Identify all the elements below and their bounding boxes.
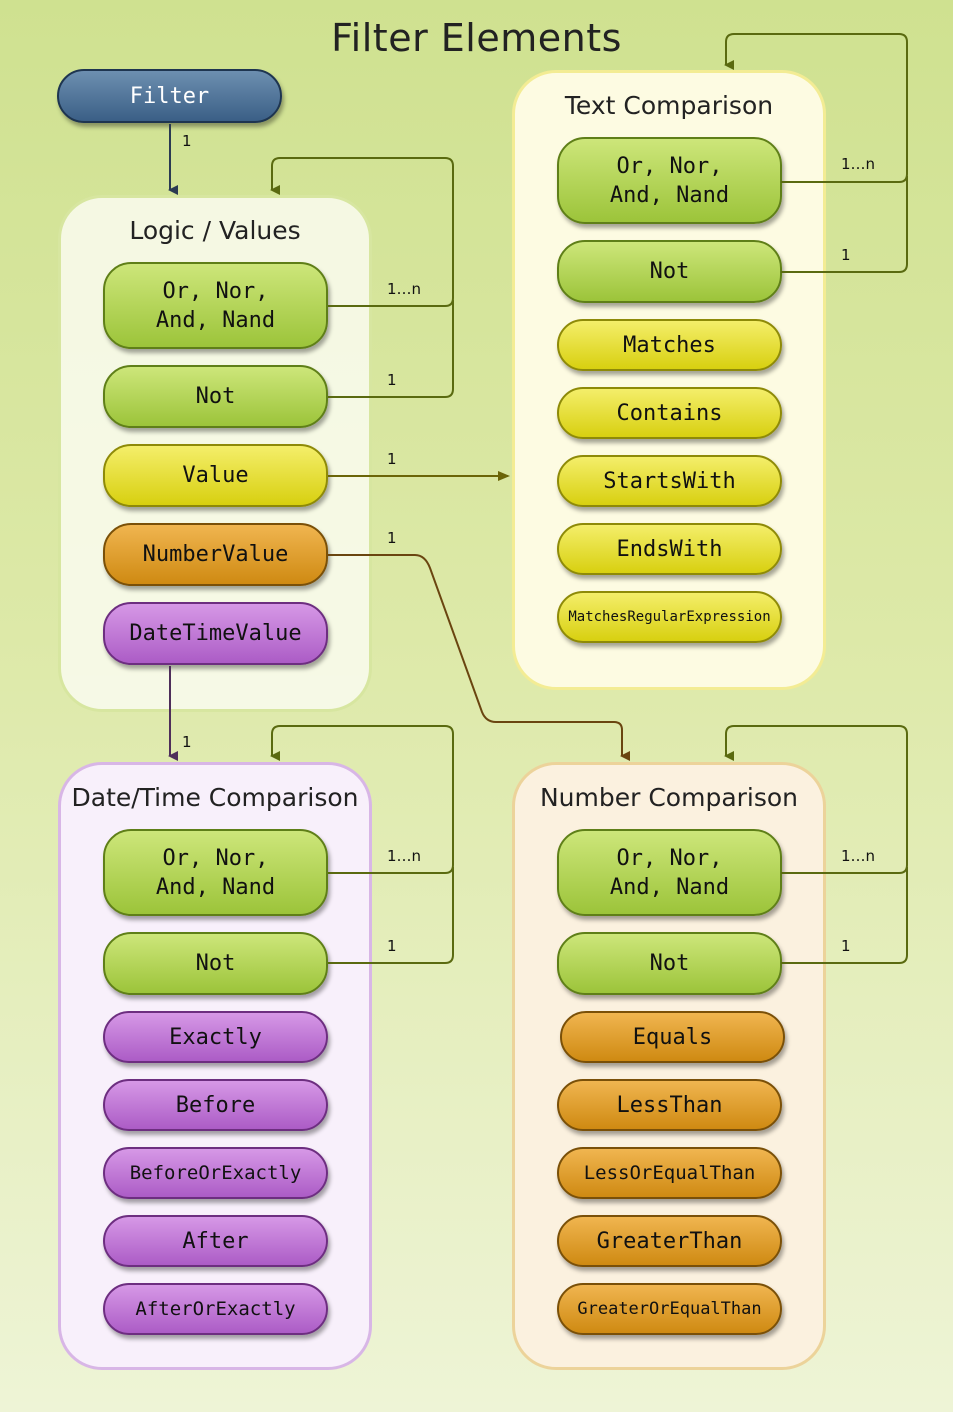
- arrow-text-combine-loop: [724, 33, 908, 183]
- mult-number-number: 1: [387, 529, 397, 547]
- date-before-node: Before: [103, 1079, 328, 1131]
- group-title-date: Date/Time Comparison: [71, 783, 359, 812]
- diagram-title: Filter Elements: [331, 16, 622, 60]
- logic-combine-node: Or, Nor, And, Nand: [103, 262, 328, 349]
- mult-date-not: 1: [387, 937, 397, 955]
- text-not-node: Not: [557, 240, 782, 303]
- date-not-node: Not: [103, 932, 328, 995]
- filter-node: Filter: [57, 69, 282, 123]
- date-after-node: After: [103, 1215, 328, 1267]
- date-after-or-exactly-node: AfterOrExactly: [103, 1283, 328, 1335]
- text-contains-node: Contains: [557, 387, 782, 439]
- logic-not-node: Not: [103, 365, 328, 428]
- date-combine-node: Or, Nor, And, Nand: [103, 829, 328, 916]
- mult-logic-combine: 1…n: [387, 280, 422, 298]
- mult-date-combine: 1…n: [387, 847, 422, 865]
- mult-value-text: 1: [387, 450, 397, 468]
- date-before-or-exactly-node: BeforeOrExactly: [103, 1147, 328, 1199]
- mult-datetime-date: 1: [182, 733, 192, 751]
- number-combine-node: Or, Nor, And, Nand: [557, 829, 782, 916]
- text-startswith-node: StartsWith: [557, 455, 782, 507]
- arrow-number-to-number: [328, 554, 630, 761]
- mult-text-not: 1: [841, 246, 851, 264]
- number-greater-or-equal-node: GreaterOrEqualThan: [557, 1283, 782, 1335]
- text-endswith-node: EndsWith: [557, 523, 782, 575]
- datetime-value-node: DateTimeValue: [103, 602, 328, 665]
- group-title-text: Text Comparison: [564, 91, 774, 120]
- number-equals-node: Equals: [560, 1011, 785, 1063]
- number-value-node: NumberValue: [103, 523, 328, 586]
- arrow-number-combine-loop: [724, 725, 908, 874]
- group-title-number: Number Comparison: [539, 783, 799, 812]
- mult-number-combine: 1…n: [841, 847, 876, 865]
- mult-logic-not: 1: [387, 371, 397, 389]
- arrow-date-not-loop: [328, 867, 454, 964]
- number-not-node: Not: [557, 932, 782, 995]
- arrow-logic-not-loop: [328, 300, 454, 398]
- arrow-number-not-loop: [781, 867, 908, 964]
- number-greaterthan-node: GreaterThan: [557, 1215, 782, 1267]
- number-less-or-equal-node: LessOrEqualThan: [557, 1147, 782, 1199]
- arrow-logic-combine-loop: [270, 157, 454, 307]
- group-title-logic: Logic / Values: [129, 216, 301, 245]
- arrow-text-not-loop: [781, 176, 908, 273]
- value-node: Value: [103, 444, 328, 507]
- text-combine-node: Or, Nor, And, Nand: [557, 137, 782, 224]
- date-exactly-node: Exactly: [103, 1011, 328, 1063]
- mult-text-combine: 1…n: [841, 155, 876, 173]
- mult-number-not: 1: [841, 937, 851, 955]
- mult-filter-logic: 1: [182, 132, 192, 150]
- number-lessthan-node: LessThan: [557, 1079, 782, 1131]
- text-matches-node: Matches: [557, 319, 782, 371]
- text-regex-node: MatchesRegularExpression: [557, 591, 782, 643]
- arrow-date-combine-loop: [270, 725, 454, 874]
